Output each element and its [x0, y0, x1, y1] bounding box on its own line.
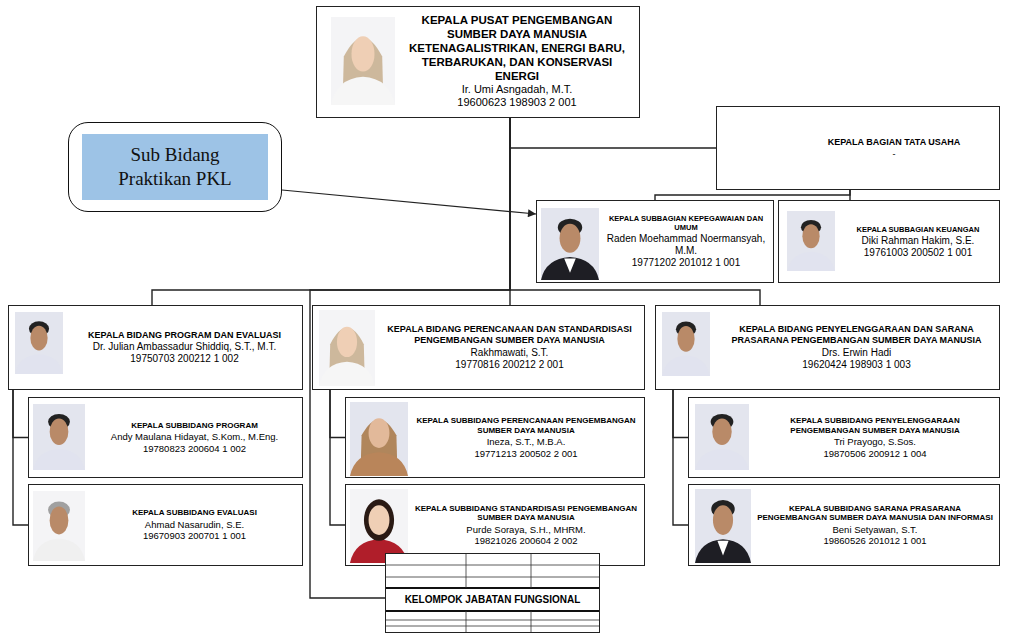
position-title: KEPALA SUBBIDANG STANDARDISASI PENGEMBAN…	[412, 504, 640, 523]
employee-id: 19600623 198903 2 001	[401, 96, 633, 109]
employee-id: 19780823 200604 1 002	[91, 443, 298, 454]
text-column: KEPALA SUBBIDANG PENYELENGGARAAN PENGEMB…	[755, 416, 995, 459]
position-box: KEPALA SUBBAGIAN KEPEGAWAIAN DAN UMUMRad…	[536, 200, 774, 283]
position-box: KEPALA BIDANG PENYELENGGARAAN DAN SARANA…	[655, 305, 1000, 390]
org-connector	[510, 118, 716, 148]
employee-id: 19670903 200701 1 001	[91, 530, 298, 541]
org-connector	[13, 390, 28, 438]
position-title: KEPALA BAGIAN TATA USAHA	[797, 137, 991, 148]
position-title: KEPALA BIDANG PROGRAM DAN EVALUASI	[71, 330, 298, 341]
position-title: KEPALA SUBBAGIAN KEPEGAWAIAN DAN UMUM	[603, 214, 769, 232]
official-name: Diki Rahman Hakim, S.E.	[841, 235, 995, 247]
text-column: KEPALA SUBBIDANG PERENCANAAN PENGEMBANGA…	[412, 416, 640, 459]
official-name: Raden Moehammad Noermansyah, M.M.	[603, 233, 769, 257]
portrait-photo	[350, 402, 408, 476]
official-name: Tri Prayogo, S.Sos.	[755, 436, 995, 447]
portrait-photo	[787, 211, 835, 271]
org-connector	[673, 390, 688, 438]
text-column: KEPALA SUBBIDANG SARANA PRASARANA PENGEM…	[755, 504, 995, 547]
callout-text: Sub Bidang Praktikan PKL	[82, 134, 268, 200]
position-box: KEPALA SUBBAGIAN KEUANGANDiki Rahman Hak…	[778, 200, 1000, 283]
portrait-photo	[695, 404, 749, 470]
official-name: Ahmad Nasarudin, S.E.	[91, 519, 298, 530]
portrait-photo	[319, 310, 375, 386]
position-title: KEPALA SUBBIDANG SARANA PRASARANA PENGEM…	[755, 504, 995, 523]
employee-id: 19770816 200212 2 001	[379, 359, 640, 371]
position-box: KEPALA SUBBIDANG PENYELENGGARAAN PENGEMB…	[688, 397, 1000, 478]
official-name: Dr. Julian Ambassadur Shiddiq, S.T., M.T…	[71, 341, 298, 353]
official-name: Andy Maulana Hidayat, S.Kom., M.Eng.	[91, 431, 298, 442]
text-column: KEPALA BIDANG PERENCANAAN DAN STANDARDIS…	[379, 324, 640, 371]
position-title: KEPALA BIDANG PENYELENGGARAAN DAN SARANA…	[718, 324, 995, 346]
position-box: KEPALA SUBBIDANG SARANA PRASARANA PENGEM…	[688, 484, 1000, 566]
position-box: KEPALA BIDANG PERENCANAAN DAN STANDARDIS…	[312, 305, 645, 390]
vacant-mark: -	[797, 149, 991, 160]
employee-id: 19870506 200912 1 004	[755, 448, 995, 459]
head-box: KEPALA PUSAT PENGEMBANGAN SUMBER DAYA MA…	[316, 6, 640, 118]
position-box: KEPALA SUBBIDANG PROGRAMAndy Maulana Hid…	[28, 397, 303, 478]
org-connector	[330, 390, 345, 438]
position-title: KEPALA PUSAT PENGEMBANGAN SUMBER DAYA MA…	[401, 14, 633, 83]
position-box: KEPALA SUBBIDANG EVALUASIAhmad Nasarudin…	[28, 484, 303, 566]
official-name: Drs. Erwin Hadi	[718, 347, 995, 359]
position-title: KEPALA SUBBIDANG PROGRAM	[91, 421, 298, 431]
org-connector	[330, 390, 345, 525]
callout-arrow	[282, 190, 536, 214]
position-box: KEPALA SUBBIDANG PERENCANAAN PENGEMBANGA…	[345, 397, 645, 478]
text-column: KEPALA SUBBAGIAN KEPEGAWAIAN DAN UMUMRad…	[603, 214, 769, 269]
position-box: KEPALA BIDANG PROGRAM DAN EVALUASIDr. Ju…	[8, 305, 303, 390]
position-title: KEPALA SUBBAGIAN KEUANGAN	[841, 225, 995, 234]
position-title: KEPALA BIDANG PERENCANAAN DAN STANDARDIS…	[379, 324, 640, 346]
position-title: KEPALA SUBBIDANG PERENCANAAN PENGEMBANGA…	[412, 416, 640, 435]
employee-id: 19821026 200604 2 002	[412, 535, 640, 546]
employee-id: 19620424 198903 1 003	[718, 359, 995, 371]
org-connector	[13, 390, 28, 525]
official-name: Purde Soraya, S.H., MHRM.	[412, 524, 640, 535]
official-name: Ineza, S.T., M.B.A.	[412, 436, 640, 447]
official-name: Beni Setyawan, S.T.	[755, 524, 995, 535]
text-column: KEPALA PUSAT PENGEMBANGAN SUMBER DAYA MA…	[401, 14, 633, 109]
group-title: KELOMPOK JABATAN FUNGSIONAL	[387, 589, 598, 610]
official-name: Ir. Umi Asngadah, M.T.	[401, 83, 633, 96]
function-group-table: KELOMPOK JABATAN FUNGSIONAL	[385, 553, 600, 633]
text-column: KEPALA BIDANG PROGRAM DAN EVALUASIDr. Ju…	[71, 330, 298, 366]
employee-id: 19860526 201012 1 001	[755, 535, 995, 546]
org-connector	[849, 190, 850, 200]
employee-id: 19761003 200502 1 001	[841, 247, 995, 259]
portrait-photo	[662, 312, 710, 376]
text-column: KEPALA SUBBIDANG EVALUASIAhmad Nasarudin…	[91, 508, 298, 541]
employee-id: 19750703 200212 1 002	[71, 353, 298, 365]
employee-id: 19771213 200502 2 001	[412, 448, 640, 459]
portrait-photo	[15, 312, 63, 374]
text-column: KEPALA BIDANG PENYELENGGARAAN DAN SARANA…	[718, 324, 995, 371]
text-column: KEPALA SUBBIDANG STANDARDISASI PENGEMBAN…	[412, 504, 640, 547]
text-column: KEPALA BAGIAN TATA USAHA-	[797, 137, 991, 160]
portrait-photo	[331, 17, 395, 105]
portrait-photo	[33, 491, 85, 561]
text-column: KEPALA SUBBIDANG PROGRAMAndy Maulana Hid…	[91, 421, 298, 454]
org-connector	[655, 190, 850, 200]
portrait-photo	[541, 208, 599, 280]
position-box: KEPALA BAGIAN TATA USAHA-	[716, 106, 1000, 190]
callout-box: Sub Bidang Praktikan PKL	[68, 122, 282, 212]
portrait-photo	[350, 489, 408, 563]
portrait-photo	[695, 489, 751, 563]
portrait-photo	[33, 404, 85, 470]
official-name: Rakhmawati, S.T.	[379, 347, 640, 359]
employee-id: 19771202 201012 1 001	[603, 257, 769, 269]
position-title: KEPALA SUBBIDANG EVALUASI	[91, 508, 298, 518]
org-connector	[673, 390, 688, 525]
position-title: KEPALA SUBBIDANG PENYELENGGARAAN PENGEMB…	[755, 416, 995, 435]
text-column: KEPALA SUBBAGIAN KEUANGANDiki Rahman Hak…	[841, 225, 995, 259]
